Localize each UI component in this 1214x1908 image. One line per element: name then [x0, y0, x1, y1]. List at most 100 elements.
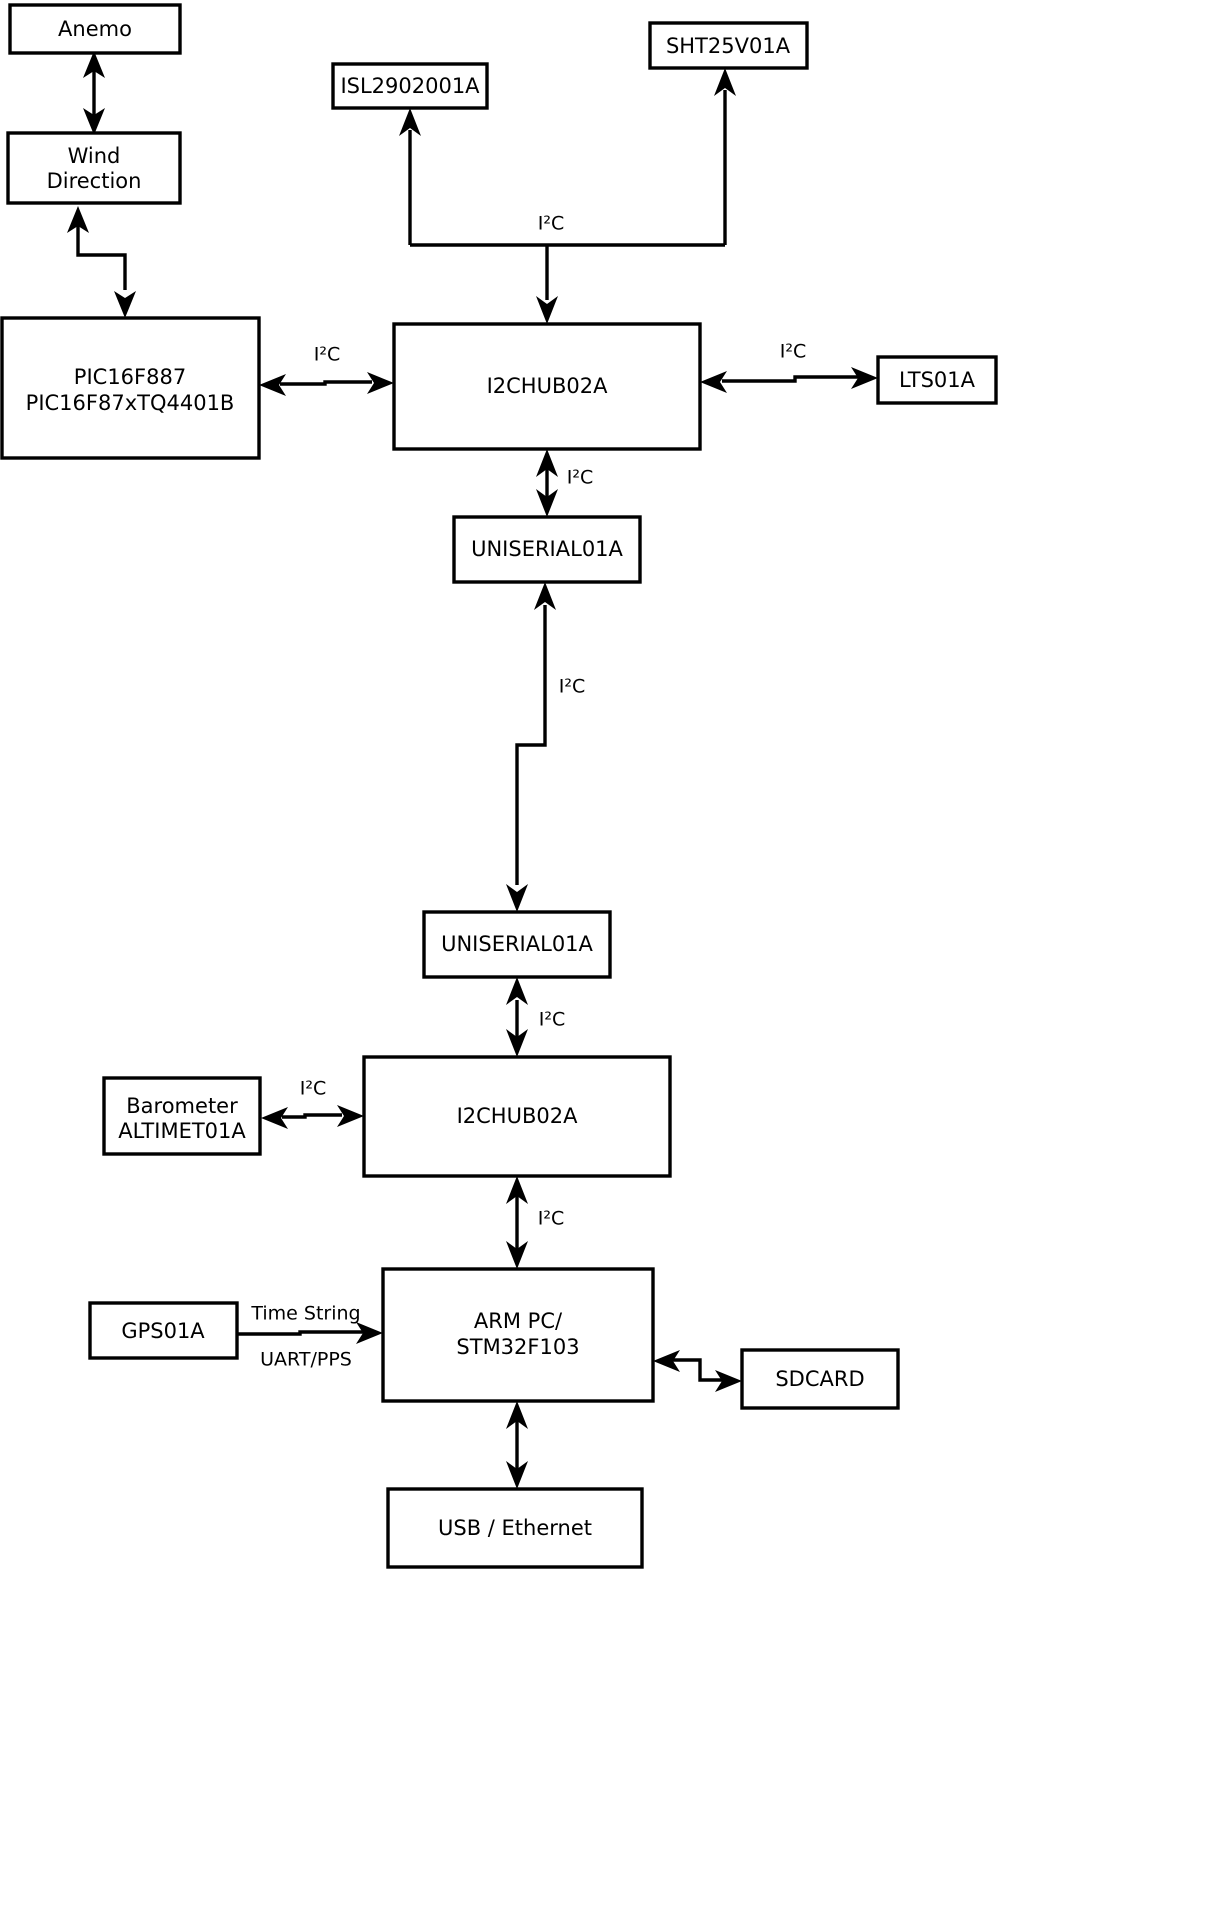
arrow-head-down: [506, 1241, 528, 1269]
arrow-head-sht: [714, 68, 736, 96]
node-box[interactable]: [102, 1076, 262, 1156]
edge-arm-sdcard: [653, 1350, 742, 1392]
node-box[interactable]: [381, 1267, 655, 1403]
node-label: USB / Ethernet: [438, 1516, 592, 1540]
arrow-head-left: [700, 371, 727, 393]
node-lts01a[interactable]: LTS01A: [876, 355, 998, 405]
node-pic16f887[interactable]: PIC16F887 PIC16F87xTQ4401B: [0, 316, 261, 460]
node-anemo[interactable]: Anemo: [8, 3, 182, 55]
edge-i2chub-top-uniserial-upper: I²C: [536, 449, 593, 517]
node-sht25v01a[interactable]: SHT25V01A: [648, 21, 809, 70]
arrow-head-up: [534, 582, 556, 610]
node-isl2902001a[interactable]: ISL2902001A: [331, 62, 489, 110]
edge-label-i2c: I²C: [538, 1208, 565, 1230]
node-arm-pc-stm32f103[interactable]: ARM PC/ STM32F103: [381, 1267, 655, 1403]
edge-gps-arm: Time String UART/PPS: [237, 1303, 383, 1371]
arrow-head-down: [114, 291, 136, 318]
node-label-line2: PIC16F87xTQ4401B: [26, 391, 235, 415]
arrow-head-down: [83, 108, 105, 135]
node-i2chub02a-top[interactable]: I2CHUB02A: [392, 322, 702, 451]
node-gps01a[interactable]: GPS01A: [88, 1301, 239, 1360]
node-box[interactable]: [392, 322, 702, 451]
node-label-line2: STM32F103: [456, 1335, 579, 1359]
arrow-head-down: [506, 1029, 528, 1057]
arrow-head-left: [259, 374, 286, 396]
node-label: SDCARD: [775, 1367, 864, 1391]
node-box[interactable]: [422, 910, 612, 979]
arrow-head-down: [506, 884, 528, 912]
node-box[interactable]: [648, 21, 809, 70]
arrow-head-up: [67, 206, 89, 233]
edge-line: [237, 1330, 363, 1336]
edge-uniserial-upper-lower: I²C: [506, 582, 585, 912]
node-label: I2CHUB02A: [487, 374, 609, 398]
edge-label-uart-pps: UART/PPS: [260, 1349, 352, 1371]
arrow-head-right: [851, 367, 878, 389]
node-uniserial01a-lower[interactable]: UNISERIAL01A: [422, 910, 612, 979]
node-usb-ethernet[interactable]: USB / Ethernet: [386, 1487, 644, 1569]
node-label: UNISERIAL01A: [471, 537, 623, 561]
edge-label-i2c: I²C: [314, 344, 341, 366]
edge-line: [722, 375, 860, 383]
node-label: UNISERIAL01A: [441, 932, 593, 956]
arrow-head-right: [367, 372, 394, 394]
node-box[interactable]: [876, 355, 998, 405]
edge-pic-i2chub-top: I²C: [259, 344, 394, 396]
edge-label-i2c: I²C: [567, 467, 594, 489]
edge-label-time-string: Time String: [250, 1303, 360, 1325]
node-box[interactable]: [88, 1301, 239, 1360]
node-box[interactable]: [362, 1055, 672, 1178]
arrow-head-right: [715, 1370, 742, 1392]
node-label-line1: Barometer: [126, 1094, 238, 1118]
node-label-line1: Wind: [68, 144, 121, 168]
node-label: Anemo: [58, 17, 132, 41]
edge-arm-usb: [506, 1401, 528, 1489]
edge-label-i2c: I²C: [300, 1078, 327, 1100]
edge-line-step: [672, 1358, 725, 1382]
node-wind-direction[interactable]: Wind Direction: [6, 131, 182, 205]
arrow-head-right: [337, 1105, 364, 1127]
node-box[interactable]: [8, 3, 182, 55]
edge-line: [282, 1113, 342, 1119]
node-label-line1: PIC16F887: [74, 365, 186, 389]
node-label: I2CHUB02A: [457, 1104, 579, 1128]
arrow-head-left: [261, 1107, 288, 1129]
node-barometer-altimet01a[interactable]: Barometer ALTIMET01A: [102, 1076, 262, 1156]
node-label: SHT25V01A: [666, 34, 791, 58]
node-sdcard[interactable]: SDCARD: [740, 1348, 900, 1410]
node-label: LTS01A: [899, 368, 976, 392]
edge-label-i2c: I²C: [780, 341, 807, 363]
arrow-head-into-hub: [536, 296, 558, 324]
arrow-head-up: [506, 1176, 528, 1204]
arrow-head-up: [506, 977, 528, 1005]
node-box[interactable]: [6, 131, 182, 205]
arrow-head-down: [506, 1461, 528, 1489]
node-box[interactable]: [740, 1348, 900, 1410]
arrow-head-up: [83, 51, 105, 78]
arrow-head-isl: [399, 108, 421, 136]
node-label-line2: ALTIMET01A: [118, 1119, 246, 1143]
node-box[interactable]: [386, 1487, 644, 1569]
edge-i2chub-top-sensor-bus: I²C: [399, 68, 736, 324]
node-box[interactable]: [331, 62, 489, 110]
edge-label-i2c: I²C: [559, 676, 586, 698]
arrow-head-up: [506, 1401, 528, 1429]
edge-wind-direction-pic: [67, 206, 136, 318]
node-box[interactable]: [0, 316, 261, 460]
edge-line: [280, 380, 372, 386]
edge-label-i2c: I²C: [538, 213, 565, 235]
edge-uniserial-lower-i2chub-bottom: I²C: [506, 977, 565, 1057]
edge-barometer-i2chub-bottom: I²C: [261, 1078, 364, 1129]
arrow-head-down: [536, 489, 558, 517]
node-uniserial01a-upper[interactable]: UNISERIAL01A: [452, 515, 642, 584]
edge-label-i2c: I²C: [539, 1009, 566, 1031]
node-label-line2: Direction: [47, 169, 142, 193]
arrow-head-left: [653, 1350, 680, 1372]
edge-line: [76, 226, 127, 290]
edge-i2chub-top-lts: I²C: [700, 341, 878, 393]
node-box[interactable]: [452, 515, 642, 584]
edge-line: [515, 605, 547, 885]
node-i2chub02a-bottom[interactable]: I2CHUB02A: [362, 1055, 672, 1178]
